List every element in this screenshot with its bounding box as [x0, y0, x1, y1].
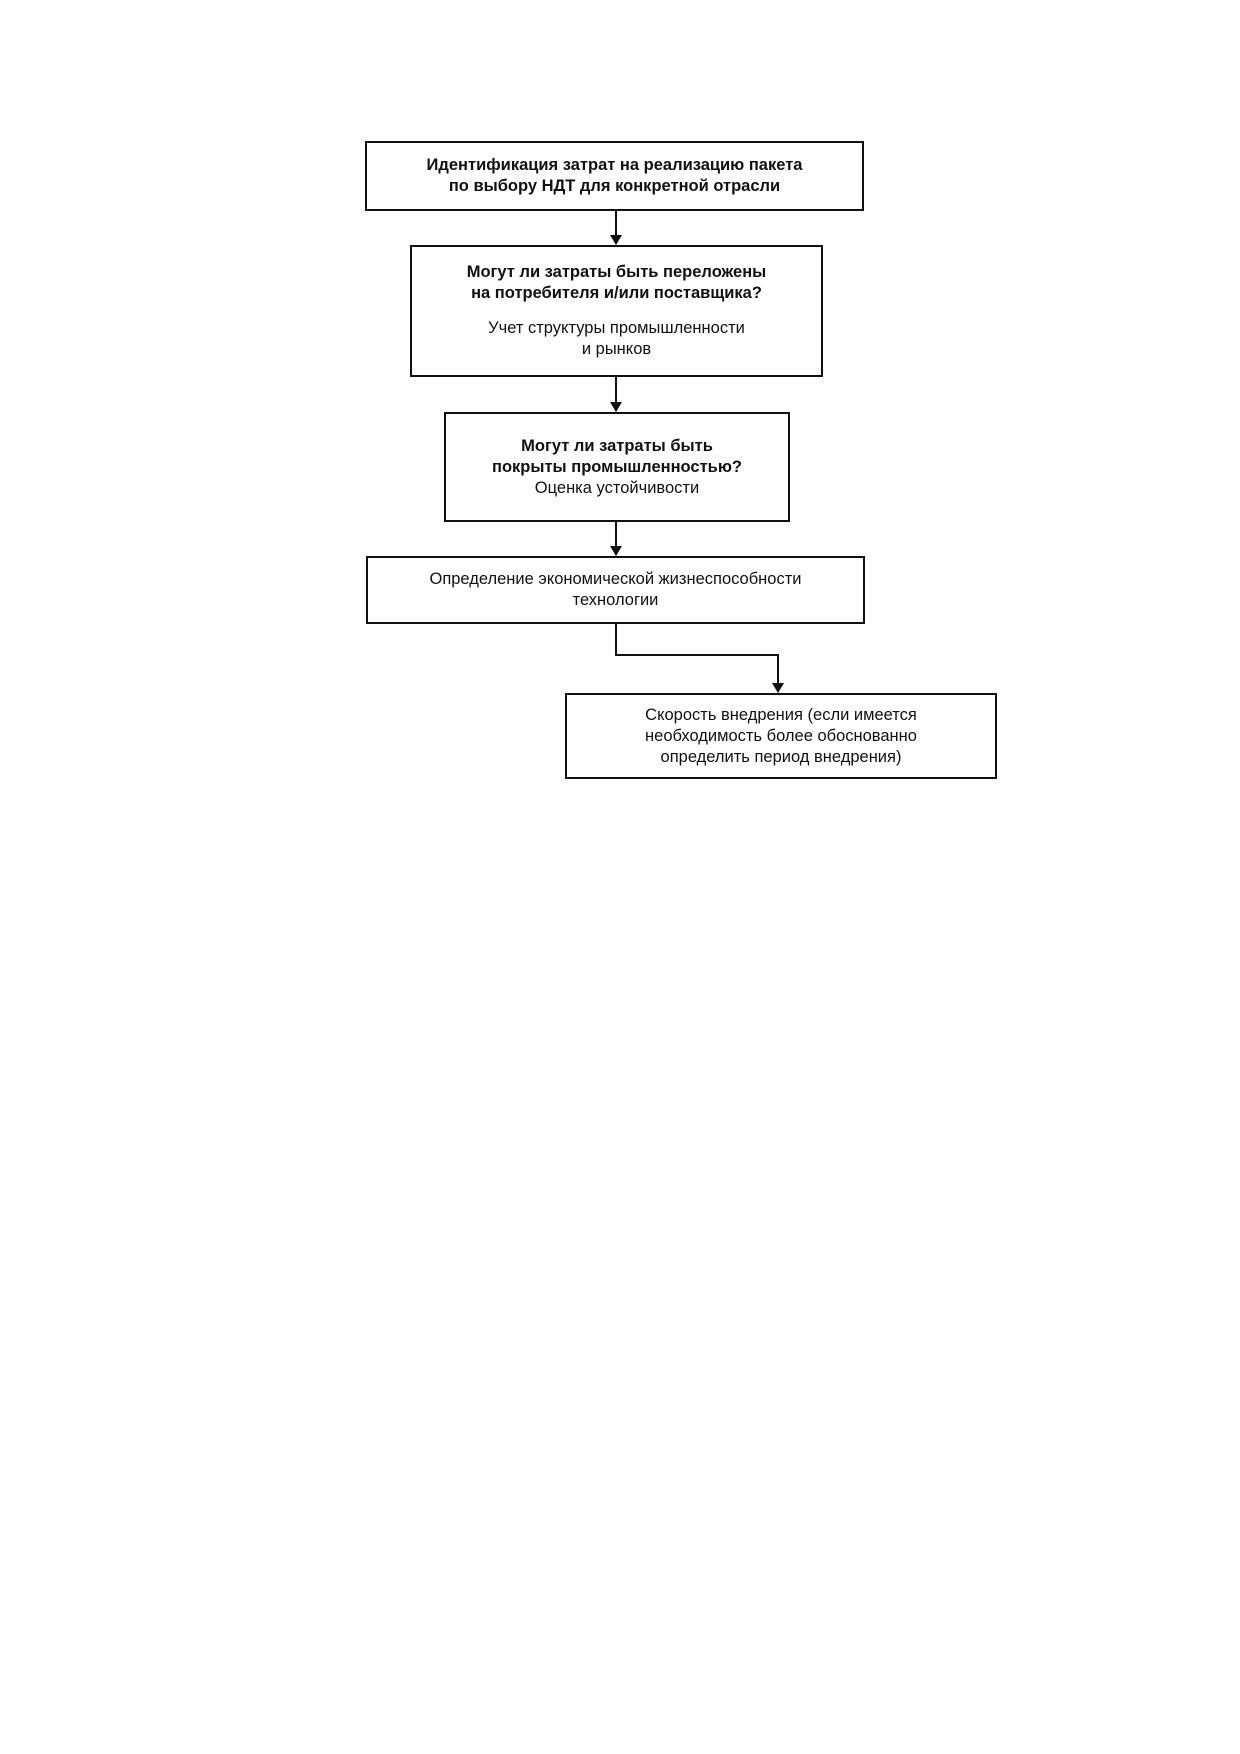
box-cost-identification-line1: Идентификация затрат на реализацию пакет… [426, 156, 803, 174]
box-shift-costs-question-line2: на потребителя и/или поставщика? [471, 284, 762, 302]
box-implementation-speed-line1: Скорость внедрения (если имеется [645, 705, 917, 724]
box-economic-viability-line1: Определение экономической жизнеспособнос… [429, 570, 802, 588]
box-shift-costs-question-line1: Могут ли затраты быть переложены [466, 263, 767, 281]
box-absorb-costs-note-line1: Оценка устойчивости [534, 478, 700, 497]
box-shift-costs-note-line1: Учет структуры промышленности [488, 319, 745, 337]
box-absorb-costs-question-line2: покрыты промышленностью? [492, 457, 742, 476]
box-absorb-costs-question-line1: Могут ли затраты быть [521, 436, 713, 455]
box-cost-identification-line2: по выбору НДТ для конкретной отрасли [448, 177, 781, 195]
box-shift-costs: Могут ли затраты быть переложены на потр… [410, 245, 823, 377]
box-economic-viability: Определение экономической жизнеспособнос… [366, 556, 865, 624]
arrow-4-to-5 [615, 624, 784, 693]
box-economic-viability-line2: технологии [572, 591, 659, 609]
box-absorb-costs: Могут ли затраты быть покрыты промышленн… [444, 412, 790, 522]
box-implementation-speed-line2: необходимость более обоснованно [645, 726, 917, 745]
box-implementation-speed-line3: определить период внедрения) [660, 747, 902, 766]
box-shift-costs-note-line2: и рынков [581, 340, 652, 358]
box-implementation-speed: Скорость внедрения (если имеется необход… [565, 693, 997, 779]
box-cost-identification: Идентификация затрат на реализацию пакет… [365, 141, 864, 211]
